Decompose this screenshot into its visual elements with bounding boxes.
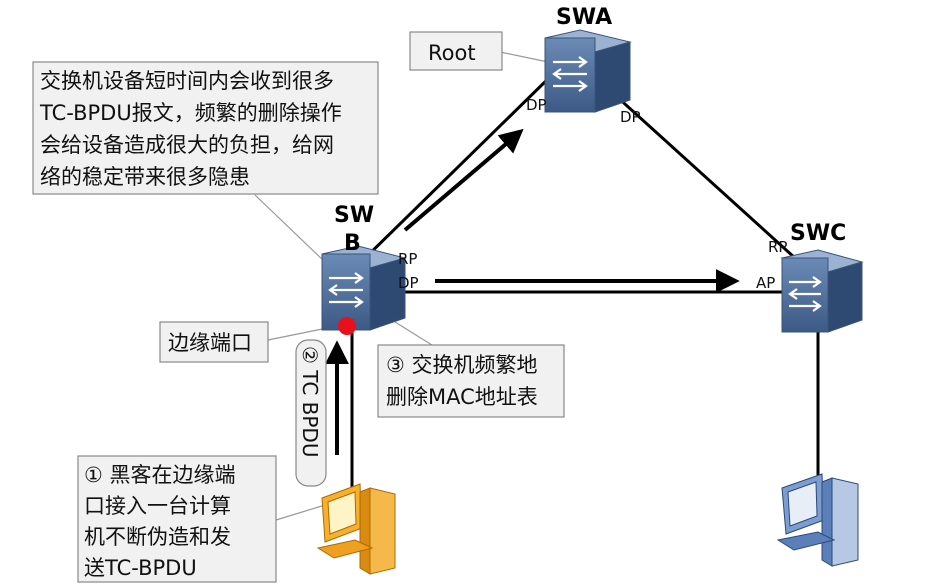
edge-port-dot xyxy=(338,317,356,335)
swa-name: SWA xyxy=(556,5,612,30)
swb-name-line2: B xyxy=(344,231,361,256)
tc-bpdu-label-box xyxy=(295,339,327,487)
switch-swc xyxy=(780,249,864,333)
swc-port-ap: AP xyxy=(756,274,775,292)
swc-port-rp: RP xyxy=(768,238,787,256)
mac-callout-box xyxy=(377,344,565,418)
warning-line-2: TC-BPDU报文，频繁的删除操作 xyxy=(39,101,342,125)
warning-pointer xyxy=(254,194,326,263)
swb-port-rp: RP xyxy=(398,250,417,268)
swa-port-left: DP xyxy=(526,96,547,114)
link-swa-swb xyxy=(356,73,554,267)
swb-port-dp: DP xyxy=(398,274,419,292)
root-label: Root xyxy=(428,41,476,65)
swa-port-right: DP xyxy=(620,108,641,126)
swc-name: SWC xyxy=(790,221,846,246)
tc-bpdu-label: ② TC BPDU xyxy=(298,346,322,457)
hacker-line-3: 机不断伪造和发 xyxy=(84,525,231,549)
edge-port-callout-box xyxy=(159,321,269,363)
hacker-pc-icon xyxy=(316,483,396,575)
switch-swa xyxy=(544,29,632,113)
root-pointer xyxy=(499,51,549,63)
hacker-line-4: 送TC-BPDU xyxy=(84,556,197,580)
mac-line-2: 删除MAC地址表 xyxy=(386,385,538,409)
link-swa-swc xyxy=(613,93,797,260)
hacker-line-1: ① 黑客在边缘端 xyxy=(84,463,236,487)
root-callout-box xyxy=(409,31,503,71)
edge-port-label: 边缘端口 xyxy=(168,331,252,355)
warning-line-1: 交换机设备短时间内会收到很多 xyxy=(40,69,334,93)
hacker-callout-pointer xyxy=(275,504,326,521)
warning-line-4: 络的稳定带来很多隐患 xyxy=(40,165,250,189)
warning-callout-box xyxy=(32,61,379,195)
hacker-line-2: 口接入一台计算 xyxy=(84,494,231,518)
tc-flow-arrow-to-swa xyxy=(403,128,524,232)
mac-line-1: ③ 交换机频繁地 xyxy=(386,353,538,377)
hacker-callout-box xyxy=(77,455,277,583)
swb-name-line1: SW xyxy=(334,203,374,228)
warning-line-3: 会给设备造成很大的负担，给网 xyxy=(40,133,334,157)
switch-swb xyxy=(321,245,407,331)
normal-pc-icon xyxy=(776,473,859,567)
